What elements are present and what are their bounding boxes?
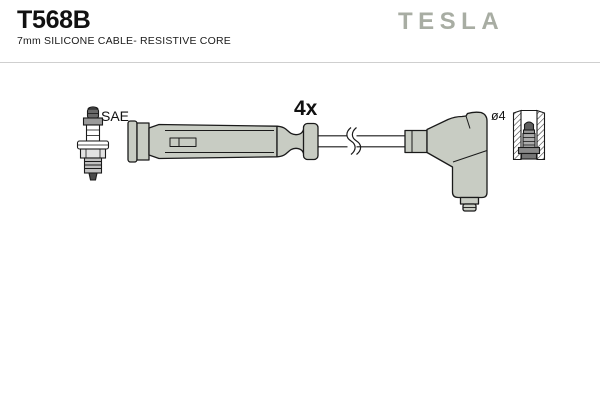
terminal-cross-section-drawing <box>512 109 546 161</box>
sae-label: SAE <box>101 108 129 124</box>
cable-boot-drawing <box>127 120 319 163</box>
terminal-diameter-label: ø4 <box>491 109 506 123</box>
quantity-label: 4x <box>294 97 318 120</box>
cable-break-icon <box>346 127 362 155</box>
inner-terminal <box>517 121 541 160</box>
cable-line <box>318 127 405 155</box>
product-subtitle: 7mm SILICONE CABLE- RESISTIVE CORE <box>17 35 231 47</box>
tesla-brand-logo: TESLA <box>398 8 505 35</box>
header-divider <box>0 62 600 63</box>
elbow-connector-drawing <box>404 111 488 212</box>
part-number: T568B <box>17 6 91 34</box>
spark-plug-drawing <box>76 106 110 181</box>
